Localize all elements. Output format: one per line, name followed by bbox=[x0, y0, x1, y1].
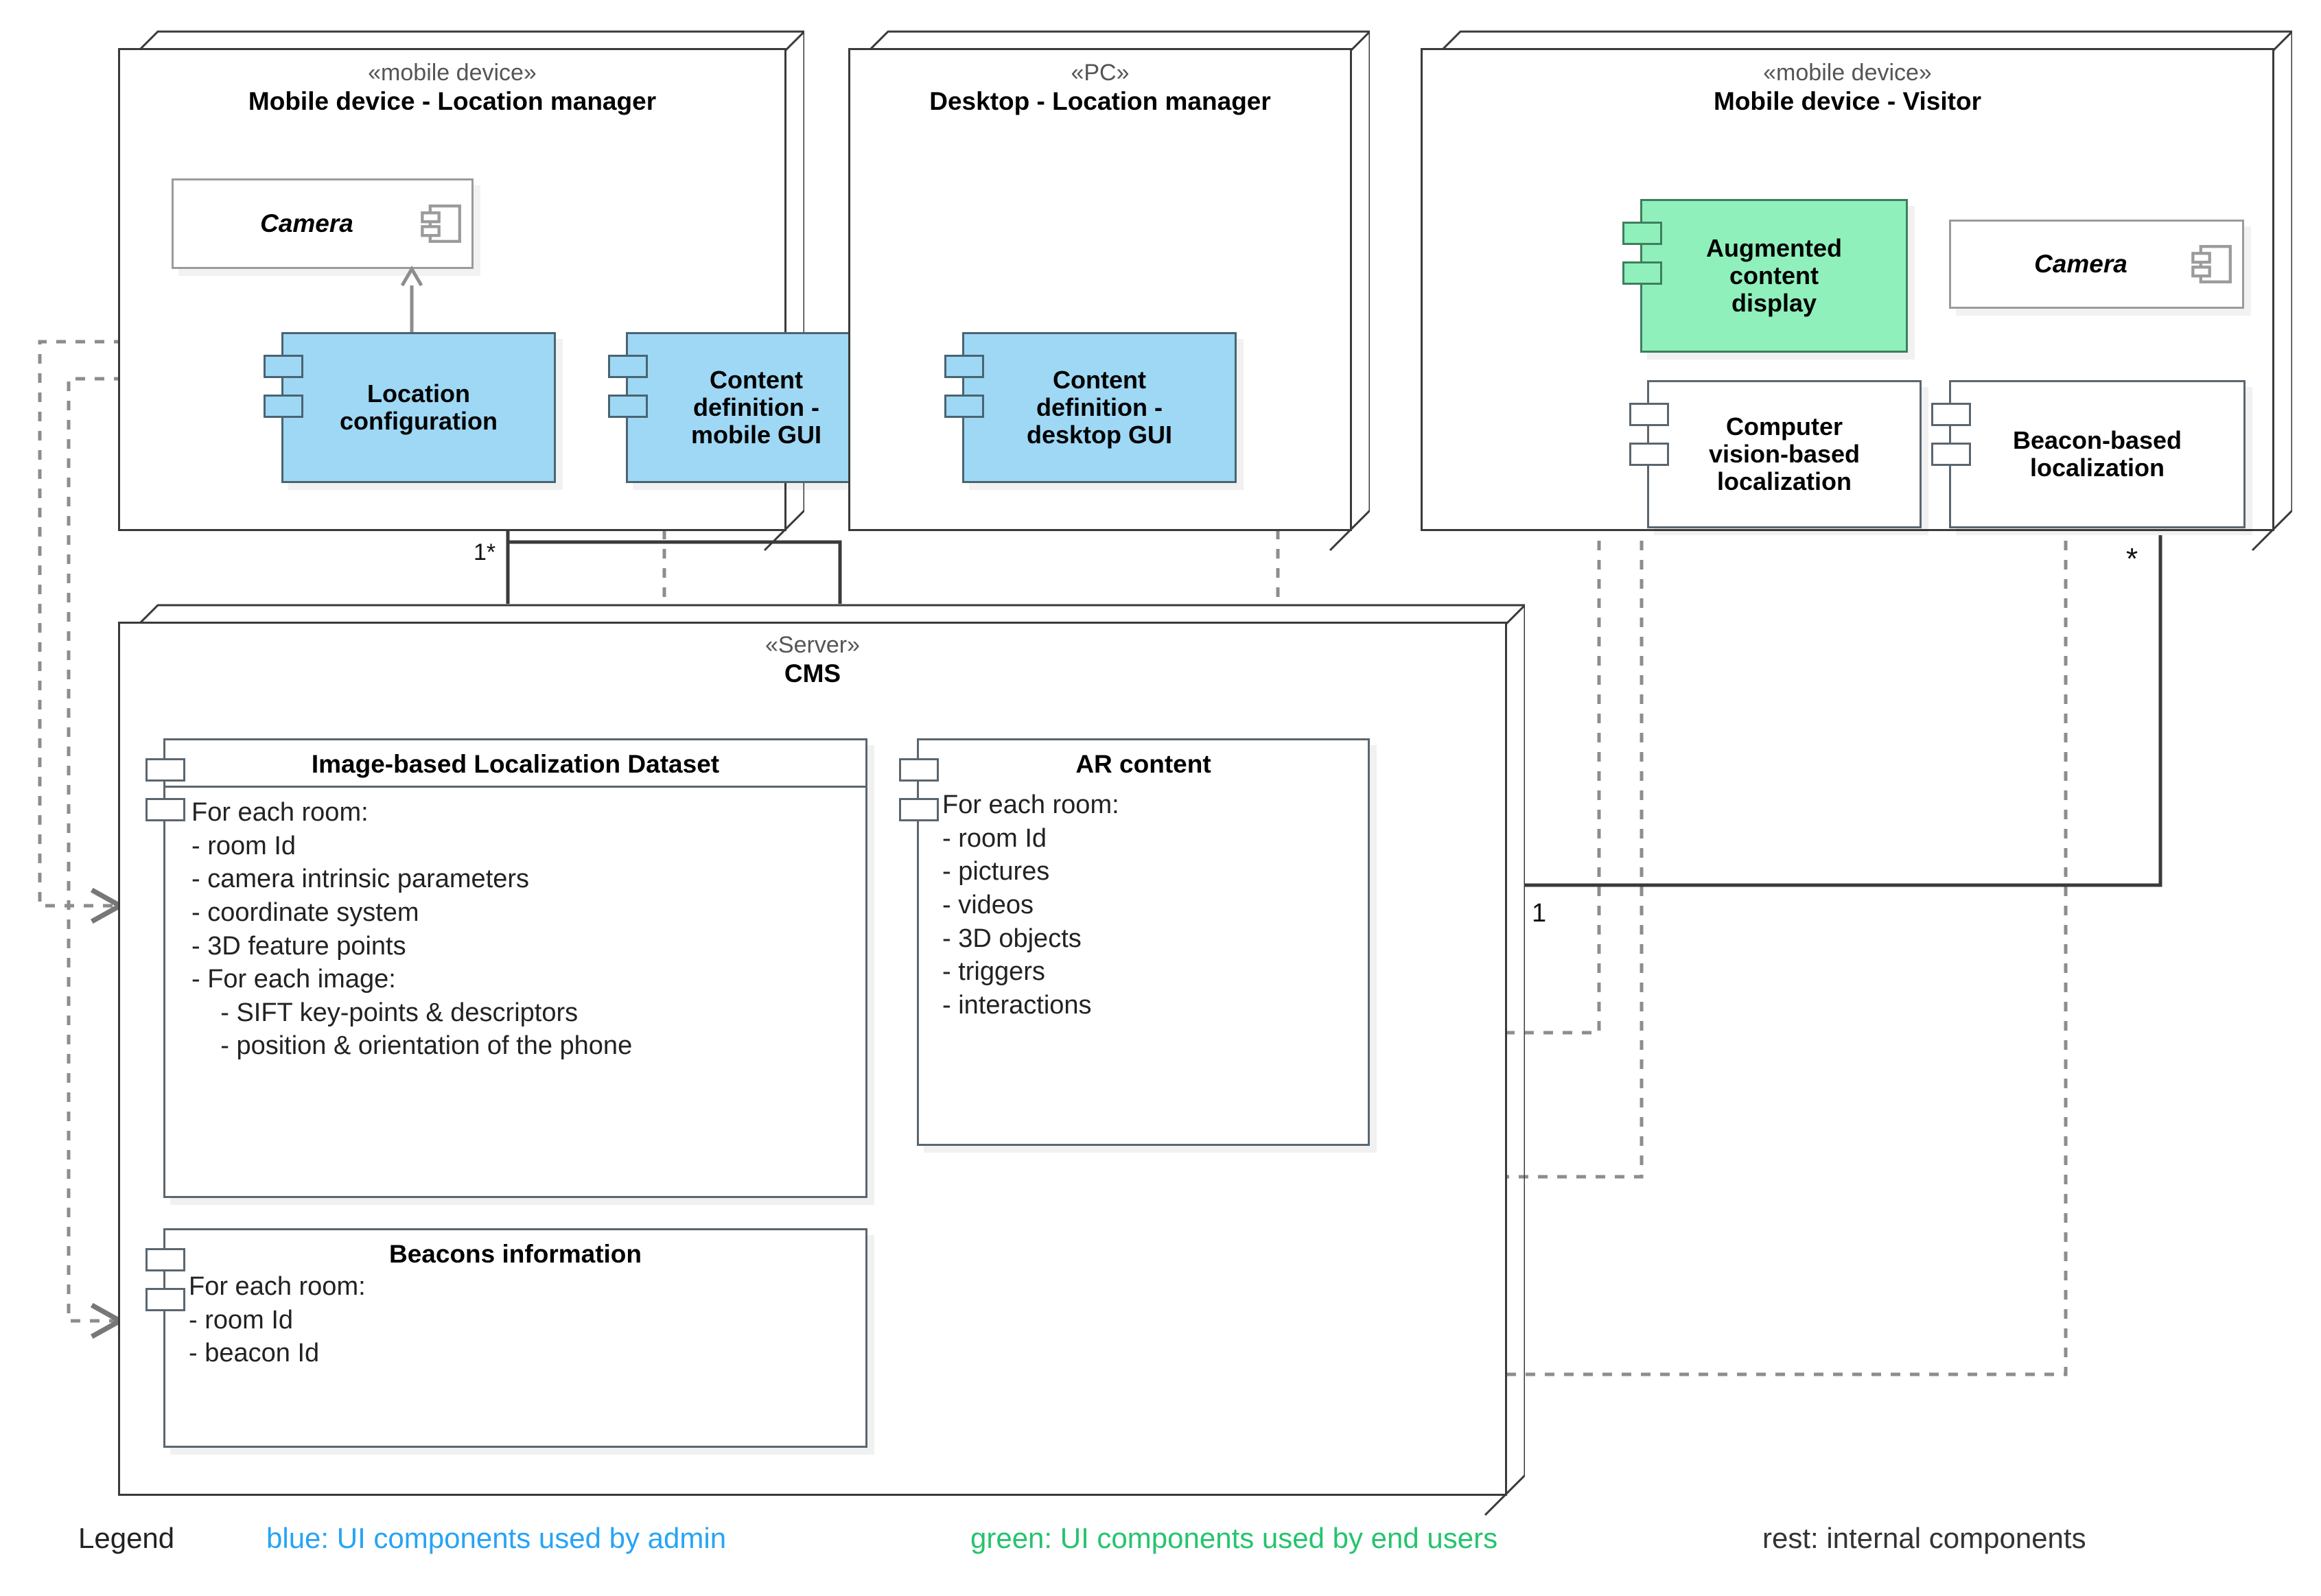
component-ar-content[interactable]: AR content For each room: - room Id - pi… bbox=[899, 738, 1370, 1146]
component-title: Image-based Localization Dataset bbox=[311, 750, 720, 778]
component-location-configuration[interactable]: Location configuration bbox=[264, 332, 556, 483]
port-provided-upper bbox=[944, 355, 984, 378]
legend-item-green: green: UI components used by end users bbox=[970, 1522, 1498, 1554]
detail-line: - 3D feature points bbox=[191, 931, 406, 961]
node-stereotype: «Server» bbox=[765, 632, 860, 658]
detail-line: For each room: bbox=[189, 1272, 366, 1301]
detail-line: - room Id bbox=[189, 1305, 294, 1335]
component-computer-vision-based-localization[interactable]: Computer vision-based localization bbox=[1629, 380, 1922, 528]
node-stereotype: «mobile device» bbox=[1763, 60, 1932, 86]
artifact-camera[interactable]: Camera bbox=[1949, 220, 2244, 309]
artifact-label: Camera bbox=[2034, 250, 2127, 278]
port-provided-upper bbox=[1622, 222, 1662, 245]
node-mobile-device-location-manager[interactable]: «mobile device» Mobile device - Location… bbox=[118, 30, 887, 552]
detail-line: - camera intrinsic parameters bbox=[191, 865, 530, 894]
legend-item-blue: blue: UI components used by admin bbox=[266, 1522, 727, 1554]
title-divider bbox=[165, 786, 865, 788]
component-image-based-localization-dataset[interactable]: Image-based Localization Dataset For eac… bbox=[145, 738, 867, 1198]
detail-line: For each room: bbox=[942, 790, 1119, 819]
component-label: Content definition - mobile GUI bbox=[690, 365, 822, 449]
component-title: Beacons information bbox=[389, 1240, 642, 1268]
port-provided-lower bbox=[944, 395, 984, 418]
node-stereotype: «PC» bbox=[1071, 60, 1130, 86]
detail-line: - pictures bbox=[942, 857, 1050, 887]
detail-line: For each room: bbox=[191, 798, 369, 827]
node-title: CMS bbox=[784, 659, 841, 688]
detail-line: - For each image: bbox=[191, 965, 396, 994]
port-provided-lower bbox=[145, 1288, 185, 1311]
component-beacon-based-localization[interactable]: Beacon-based localization bbox=[1931, 380, 2246, 528]
detail-line: - room Id bbox=[942, 823, 1047, 853]
port-provided-upper bbox=[899, 758, 939, 782]
component-icon bbox=[2191, 245, 2232, 283]
component-content-definition-desktop-gui[interactable]: Content definition - desktop GUI bbox=[944, 332, 1237, 483]
component-content-definition-mobile-gui[interactable]: Content definition - mobile GUI bbox=[608, 332, 887, 483]
port-provided-upper bbox=[264, 355, 303, 378]
component-icon bbox=[421, 204, 461, 243]
node-stereotype: «mobile device» bbox=[368, 60, 537, 86]
node-header: «PC» Desktop - Location manager bbox=[848, 60, 1352, 117]
multiplicity-star: * bbox=[2126, 542, 2138, 576]
component-beacons-information[interactable]: Beacons information For each room: - roo… bbox=[145, 1228, 867, 1448]
artifact-camera[interactable]: Camera bbox=[172, 178, 474, 269]
legend-item-rest: rest: internal components bbox=[1762, 1522, 2086, 1554]
detail-line: - triggers bbox=[942, 957, 1045, 987]
detail-line: - room Id bbox=[191, 831, 296, 860]
component-title: AR content bbox=[1075, 750, 1211, 778]
detail-line: - interactions bbox=[942, 990, 1092, 1020]
port-provided-lower bbox=[899, 798, 939, 821]
multiplicity-one-star: 1* bbox=[474, 539, 496, 565]
detail-line: - position & orientation of the phone bbox=[191, 1031, 633, 1061]
multiplicity-one: 1 bbox=[1532, 899, 1547, 928]
port-provided-lower bbox=[145, 798, 185, 821]
node-header: «Server» CMS bbox=[118, 632, 1507, 689]
detail-line: - 3D objects bbox=[942, 924, 1082, 953]
detail-line: - coordinate system bbox=[191, 897, 419, 927]
component-body: For each room: - room Id - pictures - vi… bbox=[919, 786, 1368, 1022]
node-title: Mobile device - Visitor bbox=[1714, 87, 1981, 116]
port-provided-upper bbox=[1629, 403, 1669, 426]
component-label: Content definition - desktop GUI bbox=[1026, 365, 1173, 449]
port-provided-upper bbox=[145, 758, 185, 782]
detail-line: - videos bbox=[942, 890, 1034, 919]
realization-camera bbox=[400, 266, 423, 332]
detail-line: - beacon Id bbox=[189, 1339, 320, 1368]
port-provided-lower bbox=[1629, 443, 1669, 466]
component-label: Location configuration bbox=[340, 379, 498, 435]
legend-label: Legend bbox=[78, 1522, 175, 1554]
node-header: «mobile device» Mobile device - Visitor bbox=[1421, 60, 2274, 117]
port-provided-upper bbox=[145, 1248, 185, 1271]
component-augmented-content-display[interactable]: Augmented content display bbox=[1622, 199, 1908, 353]
component-body: For each room: - room Id - beacon Id bbox=[165, 1269, 865, 1370]
node-cms-server[interactable]: «Server» CMS Image-based Localization Da… bbox=[118, 604, 1525, 1516]
node-desktop-location-manager[interactable]: «PC» Desktop - Location manager Content … bbox=[848, 30, 1370, 552]
port-provided-lower bbox=[264, 395, 303, 418]
detail-line: - SIFT key-points & descriptors bbox=[191, 998, 579, 1027]
component-label: Augmented content display bbox=[1706, 233, 1842, 318]
port-provided-lower bbox=[1622, 261, 1662, 285]
port-provided-upper bbox=[1931, 403, 1971, 426]
port-provided-lower bbox=[608, 395, 648, 418]
component-label: Beacon-based localization bbox=[2012, 425, 2182, 482]
node-title: Desktop - Location manager bbox=[929, 87, 1271, 116]
artifact-label: Camera bbox=[260, 209, 353, 237]
node-mobile-device-visitor[interactable]: «mobile device» Mobile device - Visitor … bbox=[1421, 30, 2292, 552]
component-label: Computer vision-based localization bbox=[1708, 412, 1861, 496]
component-body: For each room: - room Id - camera intrin… bbox=[165, 788, 865, 1063]
node-header: «mobile device» Mobile device - Location… bbox=[118, 60, 786, 117]
port-provided-lower bbox=[1931, 443, 1971, 466]
port-provided-upper bbox=[608, 355, 648, 378]
node-title: Mobile device - Location manager bbox=[248, 87, 657, 116]
